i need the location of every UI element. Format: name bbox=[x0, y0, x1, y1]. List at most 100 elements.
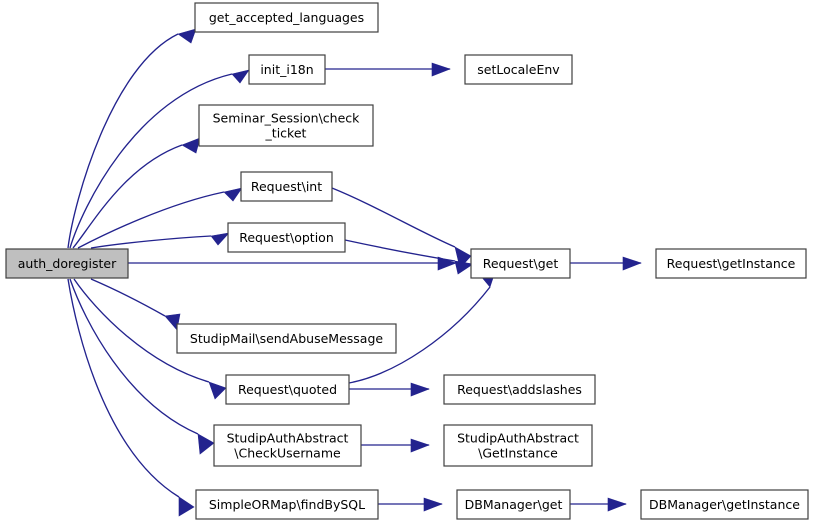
node-auth_doregister[interactable]: auth_doregister bbox=[5, 248, 129, 279]
node-Request_get[interactable]: Request\get bbox=[470, 248, 571, 279]
edge-auth_doregister-to-Request_int bbox=[77, 187, 243, 249]
node-StudipAuthAbstract_GetInstance[interactable]: StudipAuthAbstract\GetInstance bbox=[443, 424, 593, 467]
node-box[interactable] bbox=[248, 54, 326, 85]
edge-Request_int-to-Request_get bbox=[331, 187, 472, 269]
node-box[interactable] bbox=[176, 323, 397, 354]
edge-SimpleORMap_findBySQL-to-DBManager_get bbox=[378, 497, 443, 512]
arrowhead-icon bbox=[231, 69, 250, 84]
arrowhead-icon bbox=[177, 28, 197, 44]
edge-auth_doregister-to-StudipMail_sendAbuseMessage bbox=[90, 278, 181, 331]
node-label: StudipAuthAbstract bbox=[457, 431, 579, 446]
node-get_accepted_languages[interactable]: get_accepted_languages bbox=[194, 2, 379, 33]
node-label: Request\get bbox=[483, 256, 559, 271]
node-label: setLocaleEnv bbox=[477, 62, 560, 77]
node-box[interactable] bbox=[443, 424, 593, 467]
node-label: StudipAuthAbstract bbox=[227, 431, 349, 446]
edge-auth_doregister-to-SimpleORMap_findBySQL bbox=[67, 278, 195, 517]
node-Seminar_Session_check_ticket[interactable]: Seminar_Session\check_ticket bbox=[198, 104, 374, 147]
arrowhead-icon bbox=[223, 187, 243, 202]
edge-auth_doregister-to-Request_option bbox=[90, 232, 230, 249]
arrowhead-icon bbox=[210, 232, 230, 246]
arrowhead-icon bbox=[181, 137, 201, 154]
node-label: SimpleORMap\findBySQL bbox=[209, 497, 365, 512]
node-label: \GetInstance bbox=[478, 446, 558, 461]
node-DBManager_getInstance[interactable]: DBManager\getInstance bbox=[640, 489, 809, 520]
edge-line bbox=[90, 278, 166, 317]
arrowhead-icon bbox=[410, 382, 430, 397]
node-DBManager_get[interactable]: DBManager\get bbox=[456, 489, 571, 520]
node-StudipAuthAbstract_CheckUsername[interactable]: StudipAuthAbstract\CheckUsername bbox=[213, 424, 362, 467]
arrowhead-icon bbox=[197, 433, 215, 455]
node-label: init_i18n bbox=[260, 62, 313, 77]
edge-line bbox=[67, 33, 179, 249]
node-box[interactable] bbox=[195, 489, 379, 520]
node-box[interactable] bbox=[5, 248, 129, 279]
node-Request_quoted[interactable]: Request\quoted bbox=[225, 374, 350, 405]
node-label: Request\addslashes bbox=[457, 382, 582, 397]
node-box[interactable] bbox=[213, 424, 362, 467]
node-StudipMail_sendAbuseMessage[interactable]: StudipMail\sendAbuseMessage bbox=[176, 323, 397, 354]
edge-Request_quoted-to-Request_addslashes bbox=[349, 382, 430, 397]
node-setLocaleEnv[interactable]: setLocaleEnv bbox=[464, 54, 573, 85]
edge-line bbox=[344, 239, 456, 262]
edge-auth_doregister-to-Request_quoted bbox=[73, 278, 227, 400]
arrowhead-icon bbox=[423, 497, 443, 512]
node-box[interactable] bbox=[470, 248, 571, 279]
edge-line bbox=[348, 286, 491, 384]
node-box[interactable] bbox=[655, 248, 807, 279]
edge-Request_option-to-Request_get bbox=[344, 239, 474, 275]
node-label: Request\getInstance bbox=[667, 256, 796, 271]
node-box[interactable] bbox=[194, 2, 379, 33]
edge-line bbox=[67, 278, 180, 498]
edge-line bbox=[331, 187, 456, 248]
node-Request_getInstance[interactable]: Request\getInstance bbox=[655, 248, 807, 279]
node-box[interactable] bbox=[198, 104, 374, 147]
node-box[interactable] bbox=[225, 374, 350, 405]
edge-line bbox=[73, 278, 210, 383]
node-SimpleORMap_findBySQL[interactable]: SimpleORMap\findBySQL bbox=[195, 489, 379, 520]
node-box[interactable] bbox=[240, 171, 333, 202]
arrowhead-icon bbox=[454, 260, 474, 275]
node-label: \CheckUsername bbox=[234, 446, 341, 461]
edge-StudipAuthAbstract_CheckUsername-to-StudipAuthAbstract_GetInstance bbox=[361, 438, 430, 453]
node-init_i18n[interactable]: init_i18n bbox=[248, 54, 326, 85]
node-label: _ticket bbox=[265, 126, 307, 141]
node-label: DBManager\getInstance bbox=[649, 497, 800, 512]
node-Request_addslashes[interactable]: Request\addslashes bbox=[443, 374, 596, 405]
edge-line bbox=[77, 191, 225, 249]
edge-line bbox=[72, 144, 183, 249]
edge-DBManager_get-to-DBManager_getInstance bbox=[570, 497, 627, 512]
node-Request_int[interactable]: Request\int bbox=[240, 171, 333, 202]
edge-line bbox=[69, 73, 233, 249]
node-box[interactable] bbox=[456, 489, 571, 520]
edge-auth_doregister-to-Seminar_Session_check_ticket bbox=[72, 137, 201, 249]
edge-Request_get-to-Request_getInstance bbox=[570, 256, 642, 271]
node-box[interactable] bbox=[464, 54, 573, 85]
node-label: Request\int bbox=[251, 179, 322, 194]
edge-auth_doregister-to-init_i18n bbox=[69, 69, 250, 249]
edge-auth_doregister-to-Request_get bbox=[128, 256, 457, 271]
arrowhead-icon bbox=[431, 62, 451, 77]
arrowhead-icon bbox=[208, 381, 227, 400]
arrowhead-icon bbox=[178, 496, 195, 517]
node-box[interactable] bbox=[443, 374, 596, 405]
edge-init_i18n-to-setLocaleEnv bbox=[325, 62, 451, 77]
node-label: Seminar_Session\check bbox=[213, 111, 361, 126]
nodes-layer: auth_doregister get_accepted_languagesini… bbox=[5, 2, 809, 520]
node-box[interactable] bbox=[227, 222, 346, 253]
node-label: DBManager\get bbox=[465, 497, 563, 512]
arrowhead-icon bbox=[607, 497, 627, 512]
node-Request_option[interactable]: Request\option bbox=[227, 222, 346, 253]
arrowhead-icon bbox=[164, 313, 181, 331]
edge-auth_doregister-to-StudipAuthAbstract_CheckUsername bbox=[69, 278, 215, 455]
node-label: get_accepted_languages bbox=[209, 10, 364, 25]
edge-line bbox=[90, 235, 212, 249]
node-label: auth_doregister bbox=[18, 256, 117, 271]
node-box[interactable] bbox=[640, 489, 809, 520]
arrowhead-icon bbox=[410, 438, 430, 453]
node-label: StudipMail\sendAbuseMessage bbox=[190, 331, 383, 346]
edge-auth_doregister-to-get_accepted_languages bbox=[67, 28, 197, 249]
edge-line bbox=[69, 278, 199, 435]
